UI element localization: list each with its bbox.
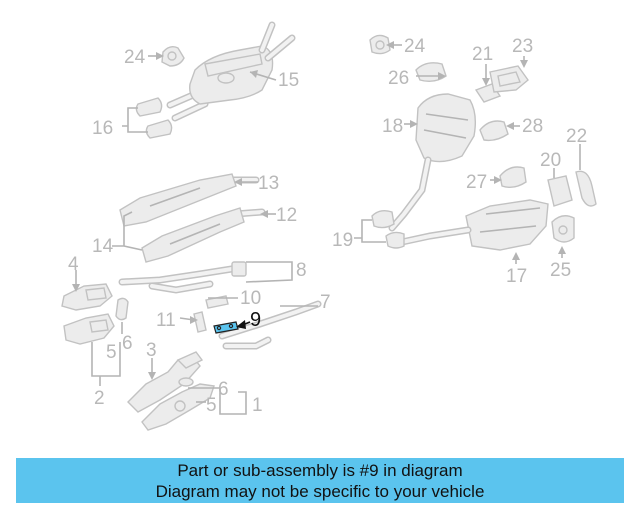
clamp-19-upper — [371, 209, 395, 229]
bracket-28 — [479, 120, 509, 142]
banner-line-1: Part or sub-assembly is #9 in diagram — [177, 461, 463, 480]
callout-7: 7 — [320, 292, 331, 313]
hanger-24-right — [369, 34, 391, 55]
exhaust-parts-diagram: 24 15 16 13 12 14 8 4 10 7 11 9 6 5 3 2 … — [61, 21, 597, 431]
clamp-19-lower — [385, 231, 405, 249]
callout-6-right: 6 — [218, 379, 229, 400]
manifold-converter-3 — [127, 351, 204, 413]
manifold-4 — [61, 283, 113, 311]
callout-20: 20 — [540, 150, 561, 171]
callout-25: 25 — [550, 260, 571, 281]
callout-11: 11 — [156, 310, 176, 331]
rear-muffler-assembly-left — [166, 21, 296, 122]
muffler-17 — [398, 199, 549, 251]
callouts: 24 15 16 13 12 14 8 4 10 7 11 9 6 5 3 2 … — [68, 36, 587, 416]
callout-15: 15 — [278, 70, 299, 91]
callout-2: 2 — [94, 388, 105, 409]
callout-10: 10 — [240, 288, 261, 309]
leader-9 — [236, 320, 251, 329]
manifold-converter-1 — [141, 383, 215, 431]
converter-12 — [141, 207, 266, 263]
callout-21: 21 — [472, 44, 493, 65]
callout-1: 1 — [252, 395, 263, 416]
callout-27: 27 — [466, 172, 487, 193]
callout-28: 28 — [522, 116, 543, 137]
callout-5-left: 5 — [106, 342, 117, 363]
callout-13: 13 — [258, 173, 279, 194]
callout-16: 16 — [92, 118, 113, 139]
bracket-27 — [499, 166, 527, 189]
callout-22: 22 — [566, 126, 587, 147]
muffler-18 — [388, 93, 477, 232]
callout-19: 19 — [332, 230, 353, 251]
callout-3: 3 — [146, 340, 157, 361]
bracket-20 — [547, 175, 573, 207]
callout-6-left: 6 — [122, 333, 133, 354]
hanger-25 — [551, 215, 575, 243]
tip-23 — [489, 65, 529, 93]
callout-18: 18 — [382, 116, 403, 137]
gasket-22 — [575, 170, 597, 207]
callout-17: 17 — [506, 266, 527, 287]
bracket-11 — [193, 311, 207, 333]
front-pipe-7 — [218, 300, 322, 350]
callout-23: 23 — [512, 36, 533, 57]
leader-lines — [72, 41, 581, 415]
callout-12: 12 — [276, 205, 297, 226]
callout-9: 9 — [250, 309, 261, 331]
callout-14: 14 — [92, 236, 114, 257]
y-pipe-8 — [118, 261, 247, 294]
clamp-16-lower — [145, 119, 173, 139]
converter-13 — [119, 173, 260, 227]
callout-24-left: 24 — [124, 47, 146, 68]
bracket-26 — [415, 62, 447, 83]
callout-24-right: 24 — [404, 36, 426, 57]
clamp-16-upper — [135, 97, 163, 117]
callout-8: 8 — [296, 260, 307, 281]
gasket-6-right — [178, 377, 194, 387]
callout-26: 26 — [388, 68, 409, 89]
banner-line-2: Diagram may not be specific to your vehi… — [155, 482, 485, 501]
gasket-6-left — [115, 297, 129, 321]
manifold-5-left — [63, 313, 115, 345]
info-banner: Part or sub-assembly is #9 in diagram Di… — [16, 458, 624, 503]
callout-4: 4 — [68, 254, 79, 275]
callout-5-right: 5 — [206, 395, 217, 416]
part-9-highlighted — [213, 321, 239, 334]
hanger-24-left — [161, 45, 185, 67]
